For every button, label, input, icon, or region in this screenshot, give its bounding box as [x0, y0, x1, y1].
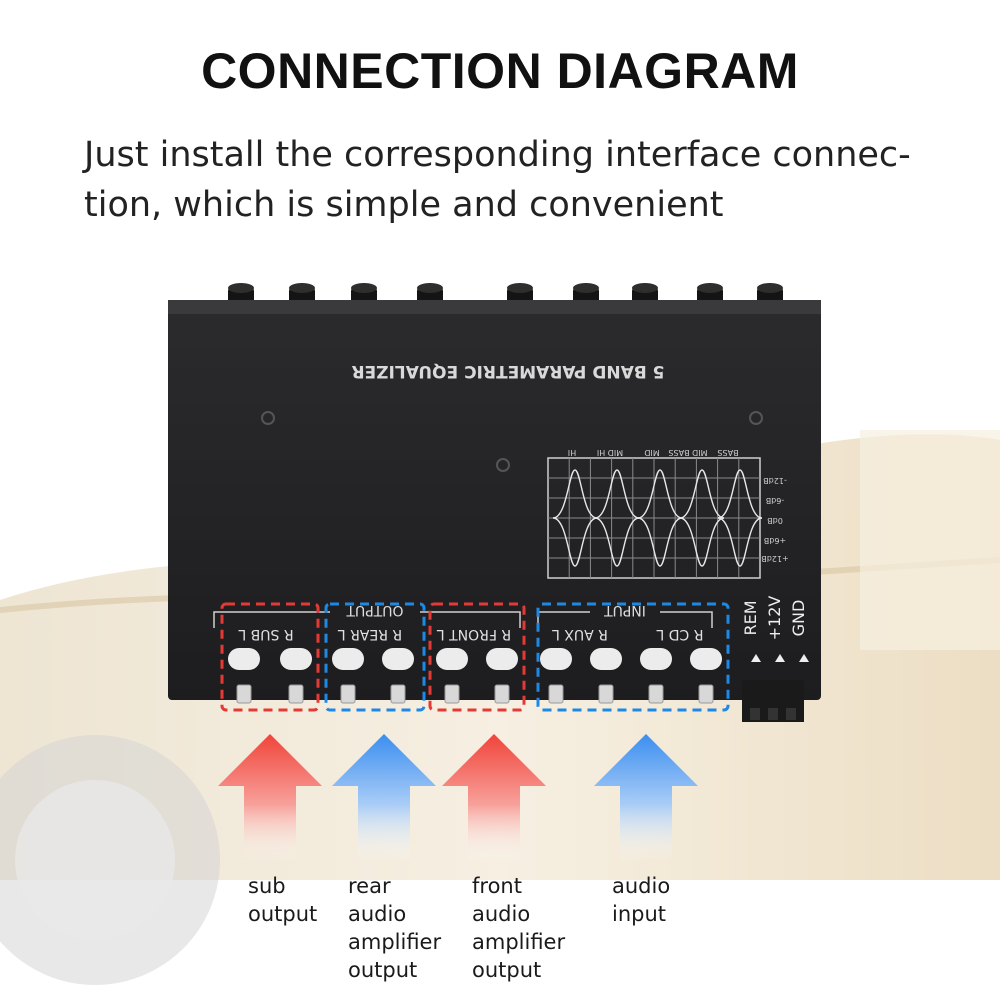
- page-subtitle: Just install the corresponding interface…: [84, 135, 911, 225]
- channel-label: R AUX L: [552, 626, 608, 642]
- rca-jack[interactable]: [436, 648, 468, 704]
- rca-jack[interactable]: [486, 648, 518, 704]
- db-label: 0dB: [767, 516, 783, 525]
- callout-highlight-box: [324, 602, 426, 712]
- rca-jack[interactable]: [280, 648, 312, 704]
- db-label: -12dB: [763, 476, 787, 485]
- callout-highlight-box: [428, 602, 526, 712]
- arrow-up-icon: [594, 734, 698, 862]
- power-label: GND: [789, 600, 808, 637]
- page-title: CONNECTION DIAGRAM: [201, 43, 799, 99]
- output-group-label: OUTPUT: [346, 602, 404, 618]
- callout-highlight-box: [536, 602, 730, 712]
- eq-curve-graph: HI MID HI MID MID BASS BASS -12dB -6dB 0dB +6dB…: [547, 448, 789, 579]
- device-body: [168, 300, 821, 700]
- arrow-up-icon: [442, 734, 546, 862]
- channel-label: R FRONT L: [437, 626, 511, 642]
- rca-jack[interactable]: [332, 648, 364, 704]
- db-label: +6dB: [764, 536, 786, 545]
- callout-label: front audio amplifier output: [472, 874, 566, 982]
- callout-highlight-box: [220, 602, 320, 712]
- arrow-up-icon: [332, 734, 436, 862]
- channel-label: R CD L: [656, 626, 703, 642]
- band-label: BASS: [717, 448, 738, 457]
- rca-jack[interactable]: [590, 648, 622, 704]
- callout-label: sub output: [248, 874, 318, 926]
- band-label: MID BASS: [668, 448, 707, 457]
- rca-jack[interactable]: [640, 648, 672, 704]
- power-label: +12V: [765, 596, 784, 641]
- db-label: +12dB: [761, 554, 788, 563]
- output-group-bracket: OUTPUT: [213, 602, 521, 628]
- arrow-up-icon: [218, 734, 322, 862]
- rca-jack[interactable]: [540, 648, 572, 704]
- rca-jack[interactable]: [382, 648, 414, 704]
- band-label: MID: [644, 448, 659, 457]
- rca-jack[interactable]: [690, 648, 722, 704]
- channel-label: R REAR L: [338, 626, 403, 642]
- callout-label: audio input: [612, 874, 671, 926]
- input-group-label: INPUT: [604, 602, 646, 618]
- db-label: -6dB: [766, 496, 785, 505]
- band-label: MID HI: [597, 448, 623, 457]
- rca-jack[interactable]: [228, 648, 260, 704]
- band-label: HI: [568, 448, 576, 457]
- power-label: REM: [741, 600, 760, 635]
- device-name: 5 BAND PARAMETRIC EQUALIZER: [351, 361, 664, 381]
- callout-label: rear audio amplifier output: [348, 874, 442, 982]
- channel-label: R SUB L: [238, 626, 293, 642]
